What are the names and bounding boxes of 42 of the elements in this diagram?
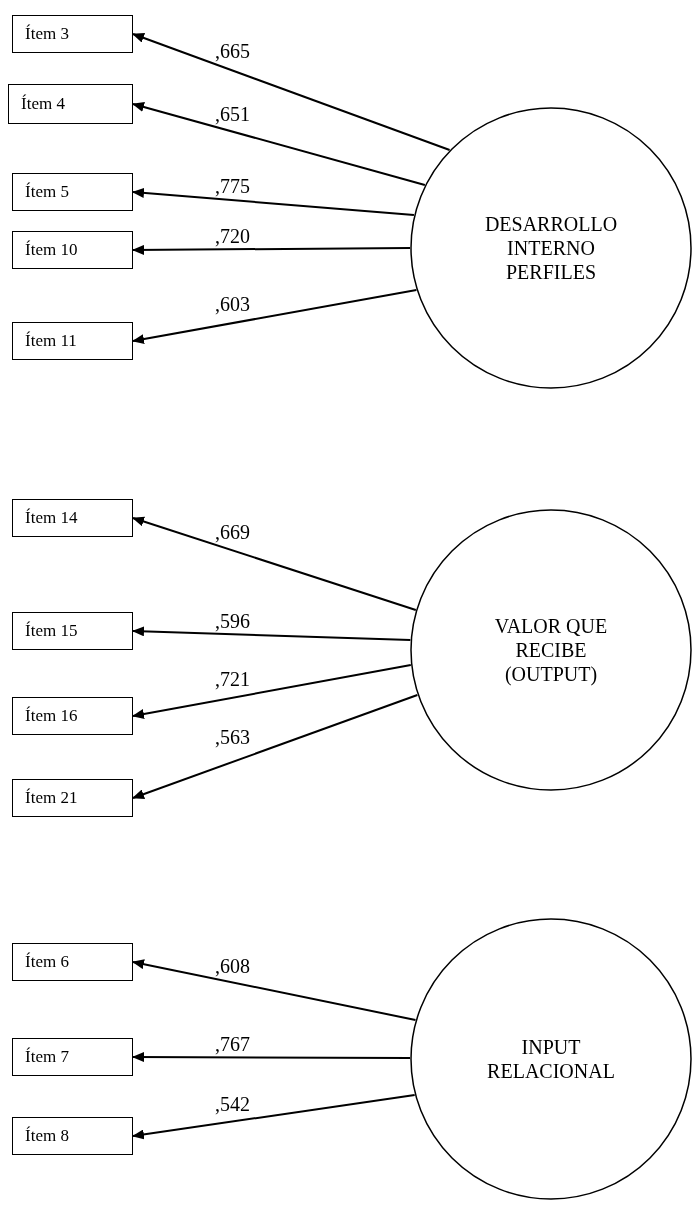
factor-label: INPUT RELACIONAL	[486, 1035, 616, 1083]
item-box: Ítem 10	[12, 231, 133, 269]
edge-label: ,669	[215, 520, 250, 543]
arrow	[132, 187, 415, 216]
arrow	[132, 33, 451, 151]
item-box: Ítem 4	[8, 84, 133, 124]
factor-label: DESARROLLO INTERNO PERFILES	[483, 212, 619, 284]
latent-factor-circle	[410, 107, 692, 389]
item-box: Ítem 6	[12, 943, 133, 981]
arrow	[132, 289, 418, 344]
latent-factor-circle	[410, 918, 692, 1200]
edge-label: ,603	[215, 293, 250, 316]
arrow	[132, 516, 417, 611]
item-box: Ítem 5	[12, 173, 133, 211]
item-box: Ítem 16	[12, 697, 133, 735]
item-box: Ítem 8	[12, 1117, 133, 1155]
edge-label: ,651	[215, 102, 250, 125]
edge-label: ,608	[215, 954, 250, 977]
item-box: Ítem 15	[12, 612, 133, 650]
arrow	[132, 244, 411, 255]
edge-label: ,596	[215, 609, 250, 632]
edge-label: ,563	[215, 726, 250, 749]
edge-label: ,767	[215, 1033, 250, 1056]
arrow	[132, 102, 426, 186]
arrow	[132, 959, 417, 1021]
item-box: Ítem 7	[12, 1038, 133, 1076]
edge-label: ,542	[215, 1092, 250, 1115]
edge-label: ,721	[215, 667, 250, 690]
arrow	[132, 1094, 416, 1140]
factor-label: VALOR QUE RECIBE (OUTPUT)	[493, 614, 609, 686]
item-box: Ítem 21	[12, 779, 133, 817]
edge-label: ,720	[215, 225, 250, 248]
item-box: Ítem 14	[12, 499, 133, 537]
item-box: Ítem 3	[12, 15, 133, 53]
latent-factor-circle	[410, 509, 692, 791]
item-box: Ítem 11	[12, 322, 133, 360]
edge-label: ,665	[215, 40, 250, 63]
arrow	[132, 626, 412, 641]
edge-label: ,775	[215, 174, 250, 197]
arrow	[132, 1052, 411, 1063]
arrow	[132, 664, 412, 719]
arrow	[132, 694, 419, 799]
